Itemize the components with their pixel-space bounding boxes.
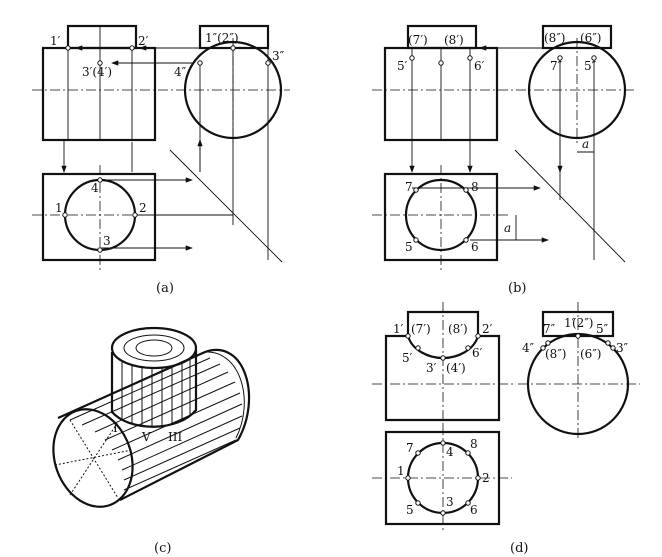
fig-b-dim-a-top: a [504,221,511,235]
fig-a-label-1p: 1′ [50,34,61,48]
fig-d-label-1p: 1′ [393,322,404,336]
fig-a-label-3pp: 3″ [272,49,285,63]
figure-b: a a (7′) (8′) 5′ 6′ (8″) (6″) 7″ 5″ 7 8 … [372,24,635,296]
fig-b-label-6p: 6′ [474,59,485,73]
fig-a-label-3p4p: 3′(4′) [82,65,112,79]
fig-d-label-7pp: 7″ [543,322,556,336]
fig-d-label-3pp: 3″ [616,341,629,355]
fig-b-label-5: 5 [405,240,413,254]
fig-d-label-1: 1 [397,464,405,478]
fig-c-cylinder-end [52,408,134,508]
fig-a-label-4: 4 [91,181,99,195]
figure-d: 1′ (7′) (8′) 2′ 5′ 3′ (4′) 6′ 7″ 1″ (2″)… [372,302,640,556]
fig-d-label-5: 5 [406,503,414,517]
fig-d-caption: (d) [510,541,528,556]
fig-d-label-4pp: 4″ [522,341,535,355]
fig-a-label-2p: 2′ [138,34,149,48]
fig-d-label-6: 6 [470,503,478,517]
fig-d-label-5pp: 5″ [596,322,609,336]
fig-d-label-1pp: 1″ [564,316,577,330]
fig-d-label-2pp: (2″) [572,316,593,330]
fig-d-label-5p: 5′ [402,351,413,365]
fig-c-label-I: I [113,421,118,435]
fig-b-caption: (b) [508,281,526,296]
fig-c-branch-cylinder [110,350,198,428]
fig-d-label-6p: 6′ [472,346,483,360]
fig-c-main-cylinder [57,348,251,501]
fig-b-label-5pp: 5″ [584,59,597,73]
fig-a-caption: (a) [156,281,174,296]
fig-d-label-3p: 3′ [426,361,437,375]
fig-c-caption: (c) [154,541,171,556]
fig-b-label-7p: (7′) [408,33,428,47]
fig-d-label-7: 7 [406,441,414,455]
fig-d-label-6pp: (6″) [580,347,601,361]
fig-a-label-4pp: 4″ [174,65,187,79]
fig-d-label-3: 3 [446,495,454,509]
fig-d-label-4p: (4′) [446,361,466,375]
fig-a-label-2: 2 [139,201,147,215]
fig-c-label-III: III [168,430,182,444]
fig-b-label-8pp: (8″) [544,31,565,45]
fig-b-label-8: 8 [471,180,479,194]
fig-a-label-3: 3 [103,234,111,248]
fig-b-label-7pp: 7″ [550,59,563,73]
fig-b-label-7: 7 [405,180,413,194]
fig-b-label-6: 6 [471,240,479,254]
figure-c: I V III (c) [52,326,251,556]
fig-b-dim-a-side: a [582,137,589,151]
fig-b-label-6pp: (6″) [580,31,601,45]
fig-c-branch-top [110,326,198,370]
fig-d-label-8p: (8′) [448,322,468,336]
fig-a-label-1pp2pp: 1″(2″) [205,31,239,45]
fig-d-label-4: 4 [446,445,454,459]
fig-a-front-branch [66,24,138,50]
fig-b-front-branch [406,24,478,50]
fig-d-label-2: 2 [482,471,490,485]
fig-a-label-1: 1 [55,201,63,215]
figure-a: 1′ 2′ 3′(4′) 1″(2″) 3″ 4″ 1 2 3 4 (a) [32,24,290,296]
fig-b-label-8p: (8′) [444,33,464,47]
fig-d-label-7p: (7′) [411,322,431,336]
fig-c-label-V: V [141,430,151,444]
fig-d-label-8: 8 [470,437,478,451]
fig-d-label-8pp: (8″) [545,347,566,361]
fig-b-label-5p: 5′ [397,59,408,73]
fig-d-label-2p: 2′ [482,322,493,336]
fig-a-top-view [41,172,157,262]
